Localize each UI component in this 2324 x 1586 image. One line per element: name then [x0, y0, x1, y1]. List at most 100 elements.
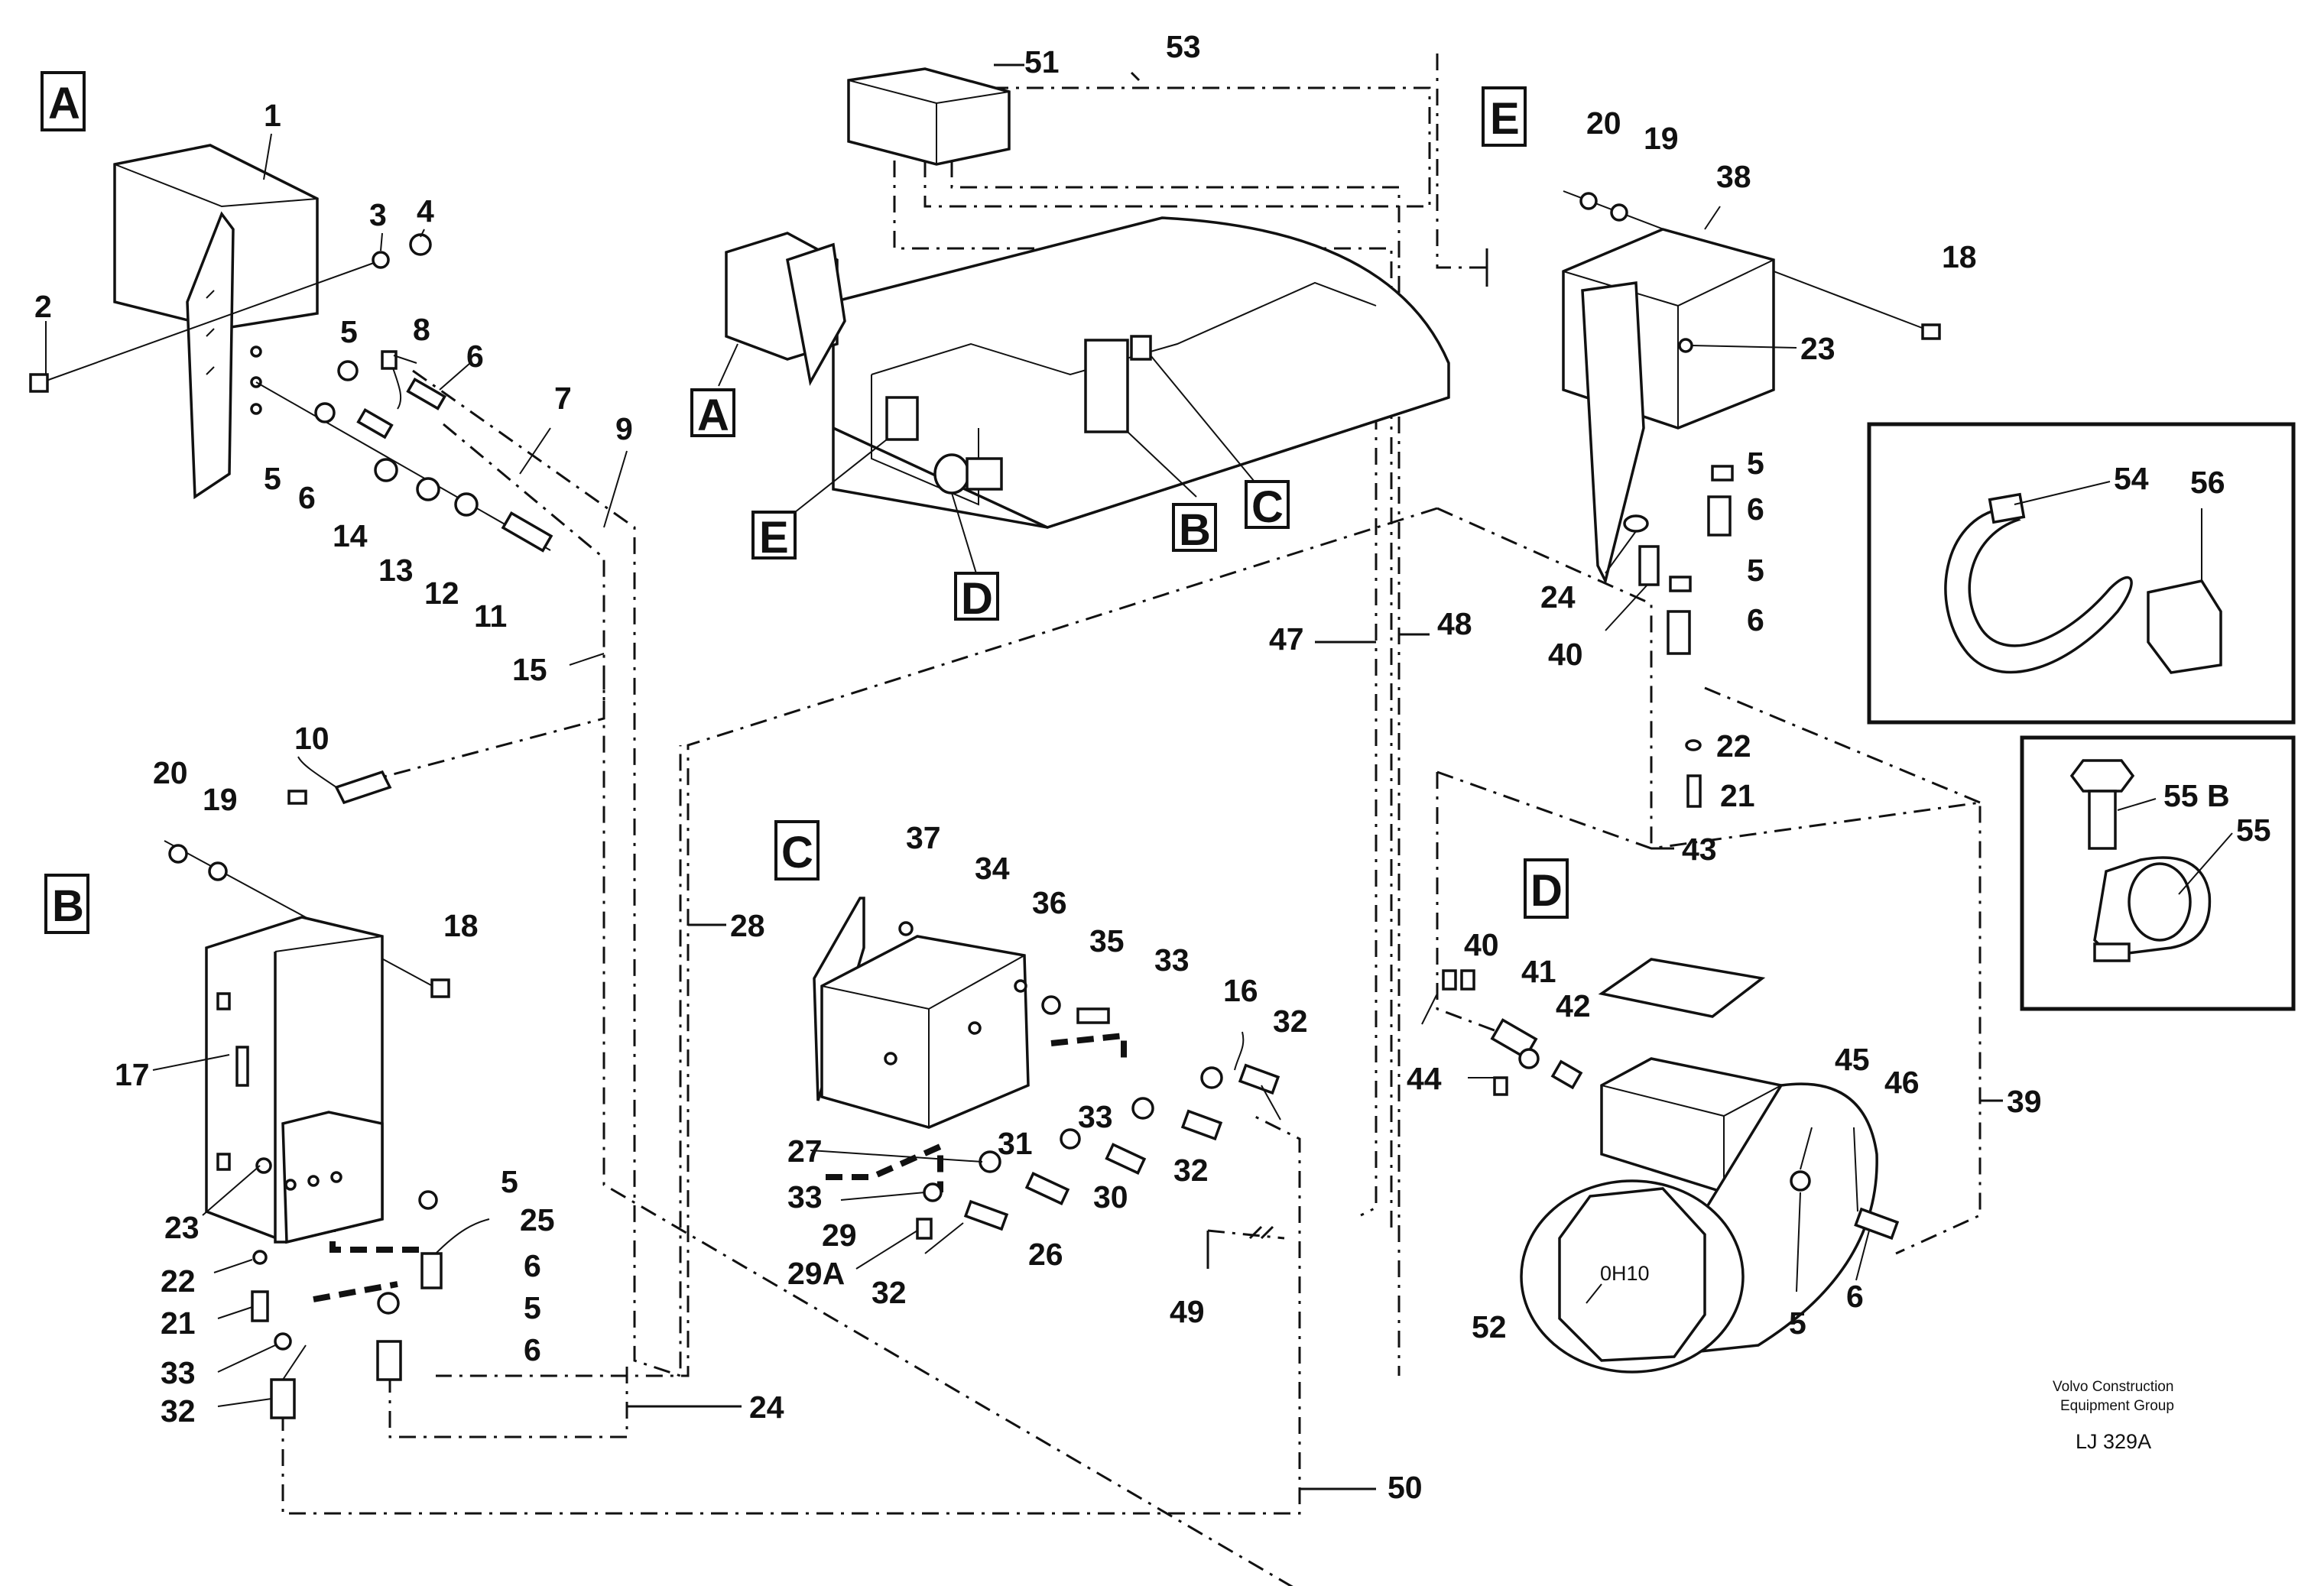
label-5-e2: 5: [1747, 553, 1764, 588]
washer-33: [274, 1332, 292, 1351]
leader-d: [951, 492, 979, 582]
leader-29a: [855, 1230, 918, 1270]
grommet-23-e: [1678, 338, 1693, 353]
section-d-box: [1524, 858, 1569, 919]
leader-a: [718, 343, 738, 387]
label-24: 24: [749, 1390, 784, 1425]
screw-21-e: [1686, 774, 1702, 808]
label-19-b: 19: [203, 782, 238, 817]
callout-c: C: [1251, 482, 1284, 532]
washer-22: [252, 1250, 268, 1265]
leader-55b: [2117, 798, 2157, 811]
ground-tick-2: [1260, 1225, 1274, 1240]
section-markers: A B C D E: [41, 71, 1569, 934]
leader-6-d: [1855, 1230, 1870, 1281]
hole-b1: [284, 1179, 297, 1191]
label-51: 51: [1024, 44, 1060, 79]
label-24-e: 24: [1540, 579, 1576, 615]
label-18-e: 18: [1942, 239, 1977, 274]
washer-5-b2: [377, 1292, 400, 1315]
label-29a: 29A: [787, 1256, 845, 1291]
label-5-e1: 5: [1747, 446, 1764, 481]
label-26: 26: [1028, 1237, 1063, 1272]
harness-24: [388, 1361, 628, 1438]
leader-27: [810, 1150, 983, 1163]
leader-22: [213, 1259, 253, 1273]
clamp-55-tab: [2093, 942, 2131, 962]
washer-33-c1: [1200, 1066, 1223, 1089]
leader-29: [924, 1222, 964, 1254]
ring-12: [454, 492, 479, 517]
wire-16: [1234, 1031, 1245, 1071]
washer-5b: [314, 402, 336, 423]
label-12: 12: [424, 576, 459, 611]
nut-20-e: [1579, 192, 1598, 210]
washer-22-e: [1685, 739, 1702, 751]
label-49: 49: [1170, 1294, 1205, 1329]
label-25: 25: [520, 1202, 555, 1237]
label-32-c1: 32: [1273, 1004, 1308, 1039]
leader-24-e: [1605, 530, 1637, 574]
mount-hole-1: [250, 345, 262, 358]
label-36: 36: [1032, 885, 1067, 920]
enclosure-1-door: [186, 211, 235, 500]
label-32-c2: 32: [1173, 1153, 1209, 1188]
connector-6-d: [1854, 1207, 1900, 1241]
leader-3: [380, 232, 383, 251]
relay-box-34-edges: [821, 955, 1025, 1127]
label-10: 10: [294, 721, 329, 756]
label-18-b: 18: [443, 908, 479, 943]
harness-53-branch: [1436, 54, 1487, 269]
callout-a: A: [697, 391, 729, 440]
label-31: 31: [998, 1126, 1033, 1161]
heavy-wire-c2: [826, 1141, 943, 1192]
door-slot-3: [206, 366, 215, 375]
nut-3: [372, 251, 390, 269]
harness-39-top: [1704, 686, 1981, 804]
cab-callouts: A E D B C: [690, 388, 1290, 624]
leader-21: [217, 1306, 253, 1319]
label-34: 34: [975, 851, 1010, 886]
c-hole-3: [1014, 979, 1027, 993]
relay-51-edges: [848, 79, 1010, 164]
connector-26: [1024, 1172, 1070, 1205]
terminal-40a: [1442, 969, 1457, 991]
motor-d-body: [966, 457, 1003, 491]
washer-31: [1060, 1128, 1081, 1150]
label-35: 35: [1089, 923, 1125, 958]
leader-23-e: [1691, 345, 1797, 349]
label-33-c3: 33: [787, 1179, 823, 1215]
ground-tick-1: [1248, 1225, 1263, 1240]
connector-32-c2: [1180, 1109, 1223, 1141]
cable-10-terminal: [287, 790, 307, 805]
ring-42: [1550, 1059, 1583, 1090]
leader-33-c3: [840, 1192, 926, 1201]
company-line-1: Volvo Construction: [2053, 1379, 2173, 1395]
callout-d: D: [961, 574, 993, 624]
clamp-55-loop: [2128, 862, 2192, 942]
enclosure-38-door: [1581, 281, 1645, 585]
callout-a-box: [690, 388, 735, 437]
label-6-b1: 6: [524, 1248, 541, 1283]
section-b-box: [44, 874, 89, 934]
label-55: 55: [2236, 812, 2271, 848]
screw-21: [251, 1290, 269, 1322]
terminal-29: [916, 1218, 933, 1240]
c-hole-2: [968, 1021, 982, 1035]
section-b-label: B: [52, 881, 84, 931]
leader-c: [1150, 355, 1258, 486]
leader-17: [152, 1054, 230, 1071]
label-23-e: 23: [1800, 331, 1836, 366]
motor-d-on-cab: [933, 453, 970, 495]
section-c-box: [774, 820, 820, 881]
label-53: 53: [1166, 29, 1201, 64]
box-c-on-cab: [1130, 335, 1152, 361]
harness-15: [343, 673, 605, 789]
label-45: 45: [1835, 1042, 1870, 1077]
harness-53-inner: [950, 161, 1401, 1376]
label-21-b: 21: [161, 1305, 196, 1341]
label-43: 43: [1682, 832, 1717, 867]
leader-b: [1127, 431, 1197, 498]
washer-5-e1: [1711, 465, 1734, 482]
connector-32-c3: [963, 1199, 1009, 1231]
